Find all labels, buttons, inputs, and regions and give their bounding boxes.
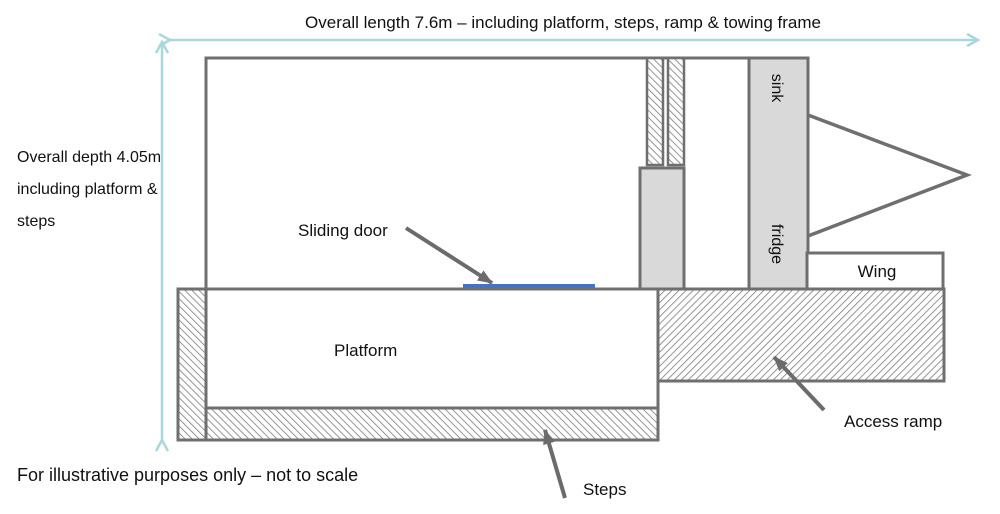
steps-label: Steps [583, 480, 626, 499]
platform [204, 287, 660, 410]
fridge-label: fridge [768, 224, 785, 264]
access-ramp-label: Access ramp [844, 412, 942, 431]
access-ramp-pointer [772, 355, 826, 412]
sliding-door-label: Sliding door [298, 221, 388, 240]
towing-frame [807, 113, 972, 238]
wing-label: Wing [858, 262, 897, 281]
main-room [204, 56, 810, 291]
sliding-door-pointer [404, 226, 494, 285]
cabinet [638, 166, 686, 291]
platform-label: Platform [334, 341, 397, 360]
partition-wall-1 [645, 56, 665, 167]
wing [805, 251, 945, 291]
disclaimer-text: For illustrative purposes only – not to … [17, 465, 358, 485]
overall-depth-line-2: including platform & [17, 181, 158, 198]
partition-wall-2 [666, 56, 686, 167]
overall-depth-line-1: Overall depth 4.05m [17, 149, 161, 166]
steps-pointer [543, 429, 567, 499]
overall-length-label: Overall length 7.6m – including platform… [305, 13, 821, 32]
steps-left [176, 287, 208, 442]
overall-depth-line-3: steps [17, 213, 55, 230]
access-ramp [656, 287, 946, 383]
steps-bottom [204, 406, 660, 442]
sink-fridge-unit [747, 56, 810, 291]
sink-label: sink [768, 74, 785, 103]
